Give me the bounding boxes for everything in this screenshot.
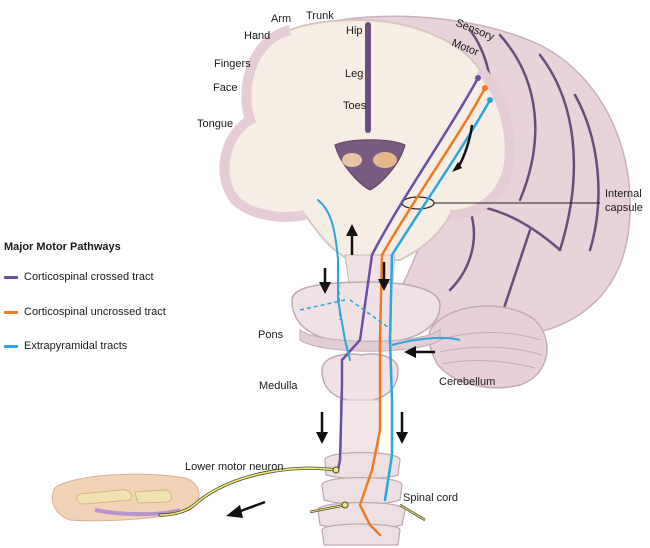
cortex-neuron-uncrossed: [482, 85, 488, 91]
finger-muscle: [94, 508, 181, 517]
legend-item-crossed: Corticospinal crossed tract: [4, 271, 154, 283]
tract-uncrossed: [358, 86, 487, 537]
synapse-lower: [341, 501, 349, 509]
synapse-upper: [332, 466, 340, 474]
cortical-gray-matter-right: [449, 66, 515, 220]
label-cerebellum: Cerebellum: [439, 376, 496, 388]
legend-title: Major Motor Pathways: [4, 241, 121, 253]
label-face: Face: [213, 82, 238, 94]
legend-label-uncrossed: Corticospinal uncrossed tract: [24, 306, 166, 318]
label-toes: Toes: [343, 100, 367, 112]
cerebellar-folia: [439, 332, 543, 369]
label-trunk: Trunk: [306, 10, 334, 22]
tract-extrapyramidal-dashed: [299, 269, 393, 331]
legend-label-extrapyramidal: Extrapyramidal tracts: [24, 340, 128, 352]
cortical-gray-matter: [219, 25, 306, 222]
basal-ganglia-left: [342, 153, 362, 167]
tract-cerebellar: [391, 336, 461, 346]
label-tongue: Tongue: [197, 118, 234, 130]
tract-crossed: [336, 76, 480, 472]
label-fingers: Fingers: [214, 58, 251, 70]
label-internal-capsule-2: capsule: [605, 202, 643, 214]
tract-extrapyramidal: [383, 98, 492, 502]
legend-item-uncrossed: Corticospinal uncrossed tract: [4, 306, 166, 318]
label-pons: Pons: [258, 329, 284, 341]
label-hip: Hip: [346, 25, 363, 37]
basal-ganglia: [373, 152, 397, 168]
label-hand: Hand: [244, 30, 271, 42]
finger-bone-2: [134, 489, 173, 504]
lower-motor-neuron-core: [159, 467, 337, 516]
cortex-neuron-extrapyramidal: [487, 97, 493, 103]
label-internal-capsule-1: Internal: [605, 188, 642, 200]
label-spinal-cord: Spinal cord: [403, 492, 459, 504]
legend-label-crossed: Corticospinal crossed tract: [24, 271, 154, 283]
finger-bone: [76, 489, 133, 505]
legend-swatch-crossed: [4, 275, 18, 279]
label-medulla: Medulla: [259, 380, 298, 392]
medulla-shape: [321, 353, 399, 403]
cortex-neuron-crossed: [475, 75, 481, 81]
spinal-cord-segments: [317, 451, 406, 546]
label-leg: Leg: [345, 68, 364, 80]
pons-lower: [299, 329, 441, 352]
legend-swatch-extrapyramidal: [4, 344, 18, 348]
legend-item-extrapyramidal: Extrapyramidal tracts: [4, 340, 127, 352]
legend-swatch-uncrossed: [4, 310, 18, 314]
label-lower-motor-neuron: Lower motor neuron: [185, 461, 284, 473]
direction-arrows: [226, 124, 474, 518]
spinal-nerve-root-core: [309, 504, 426, 521]
label-arm: Arm: [271, 13, 292, 25]
brainstem-column: [339, 399, 381, 461]
